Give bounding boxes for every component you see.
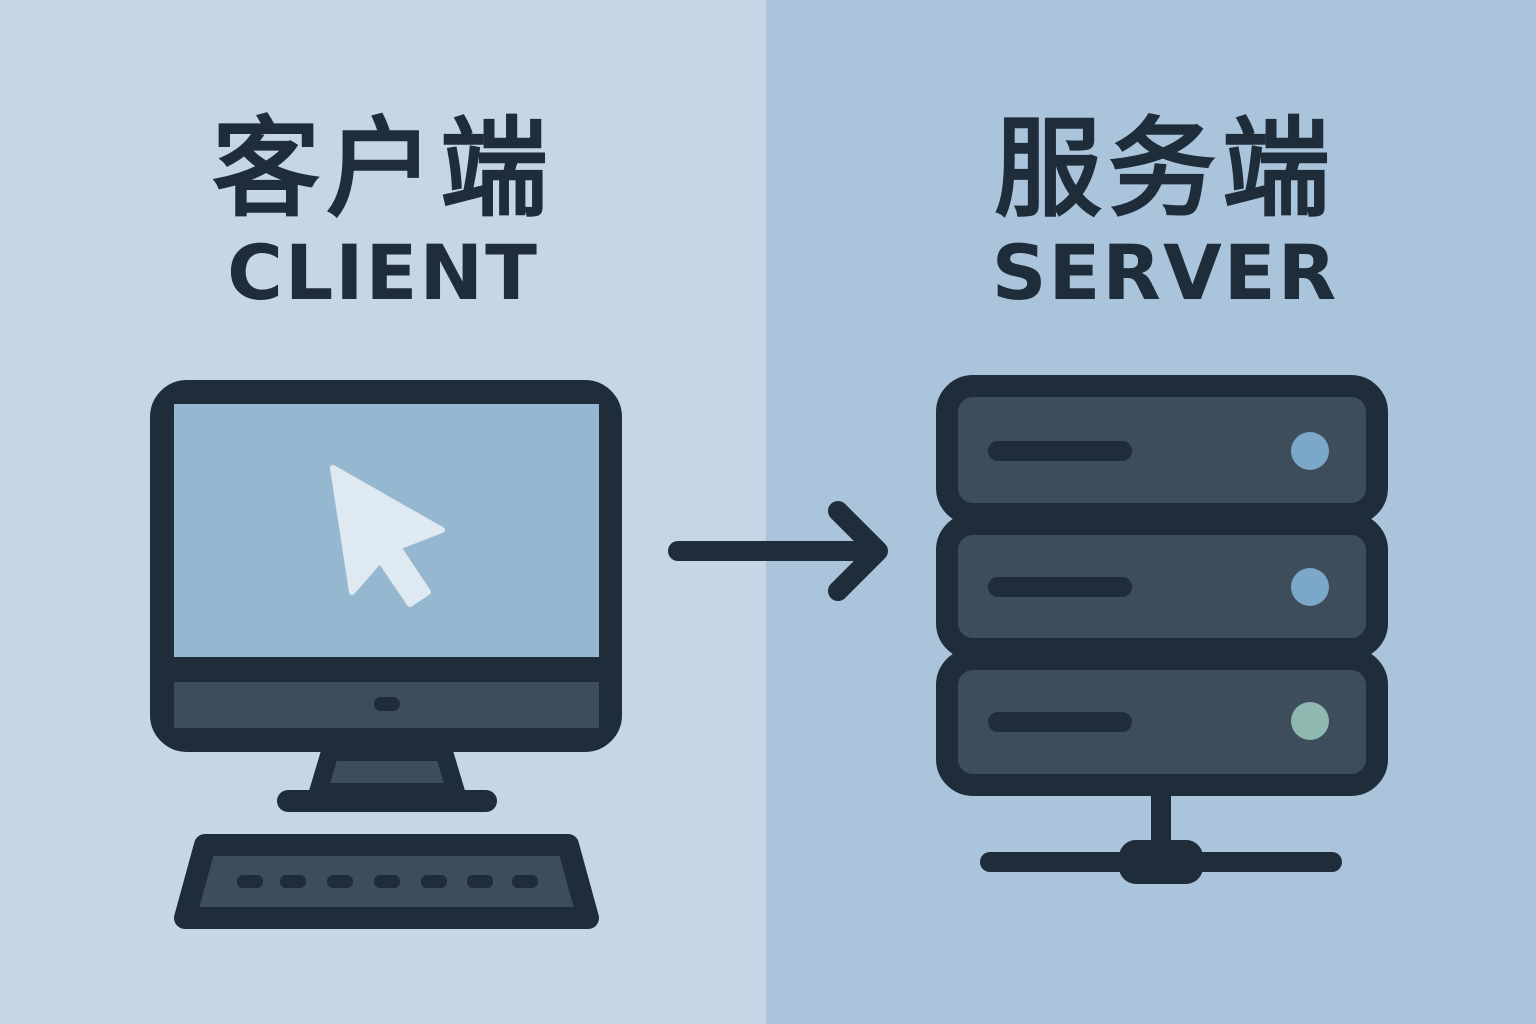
client-title-en: CLIENT [227,228,539,317]
client-title-zh: 客户端 [211,107,554,232]
monitor-button [374,697,400,711]
status-light [1291,432,1329,470]
cursor-icon [330,465,445,607]
status-light [1291,702,1329,740]
server-title-zh: 服务端 [993,107,1336,232]
arrow-right-icon [668,501,888,601]
server-panel: 服务端 SERVER [766,0,1536,1024]
server-unit-2 [936,513,1388,660]
network-node [1119,840,1203,884]
server-unit-1 [936,375,1388,525]
monitor-stand [309,743,465,801]
server-icon [936,375,1388,884]
keyboard-keys [237,875,538,888]
server-unit-3 [936,648,1388,796]
status-light [1291,568,1329,606]
server-title-en: SERVER [991,228,1339,317]
computer-icon [150,380,622,929]
